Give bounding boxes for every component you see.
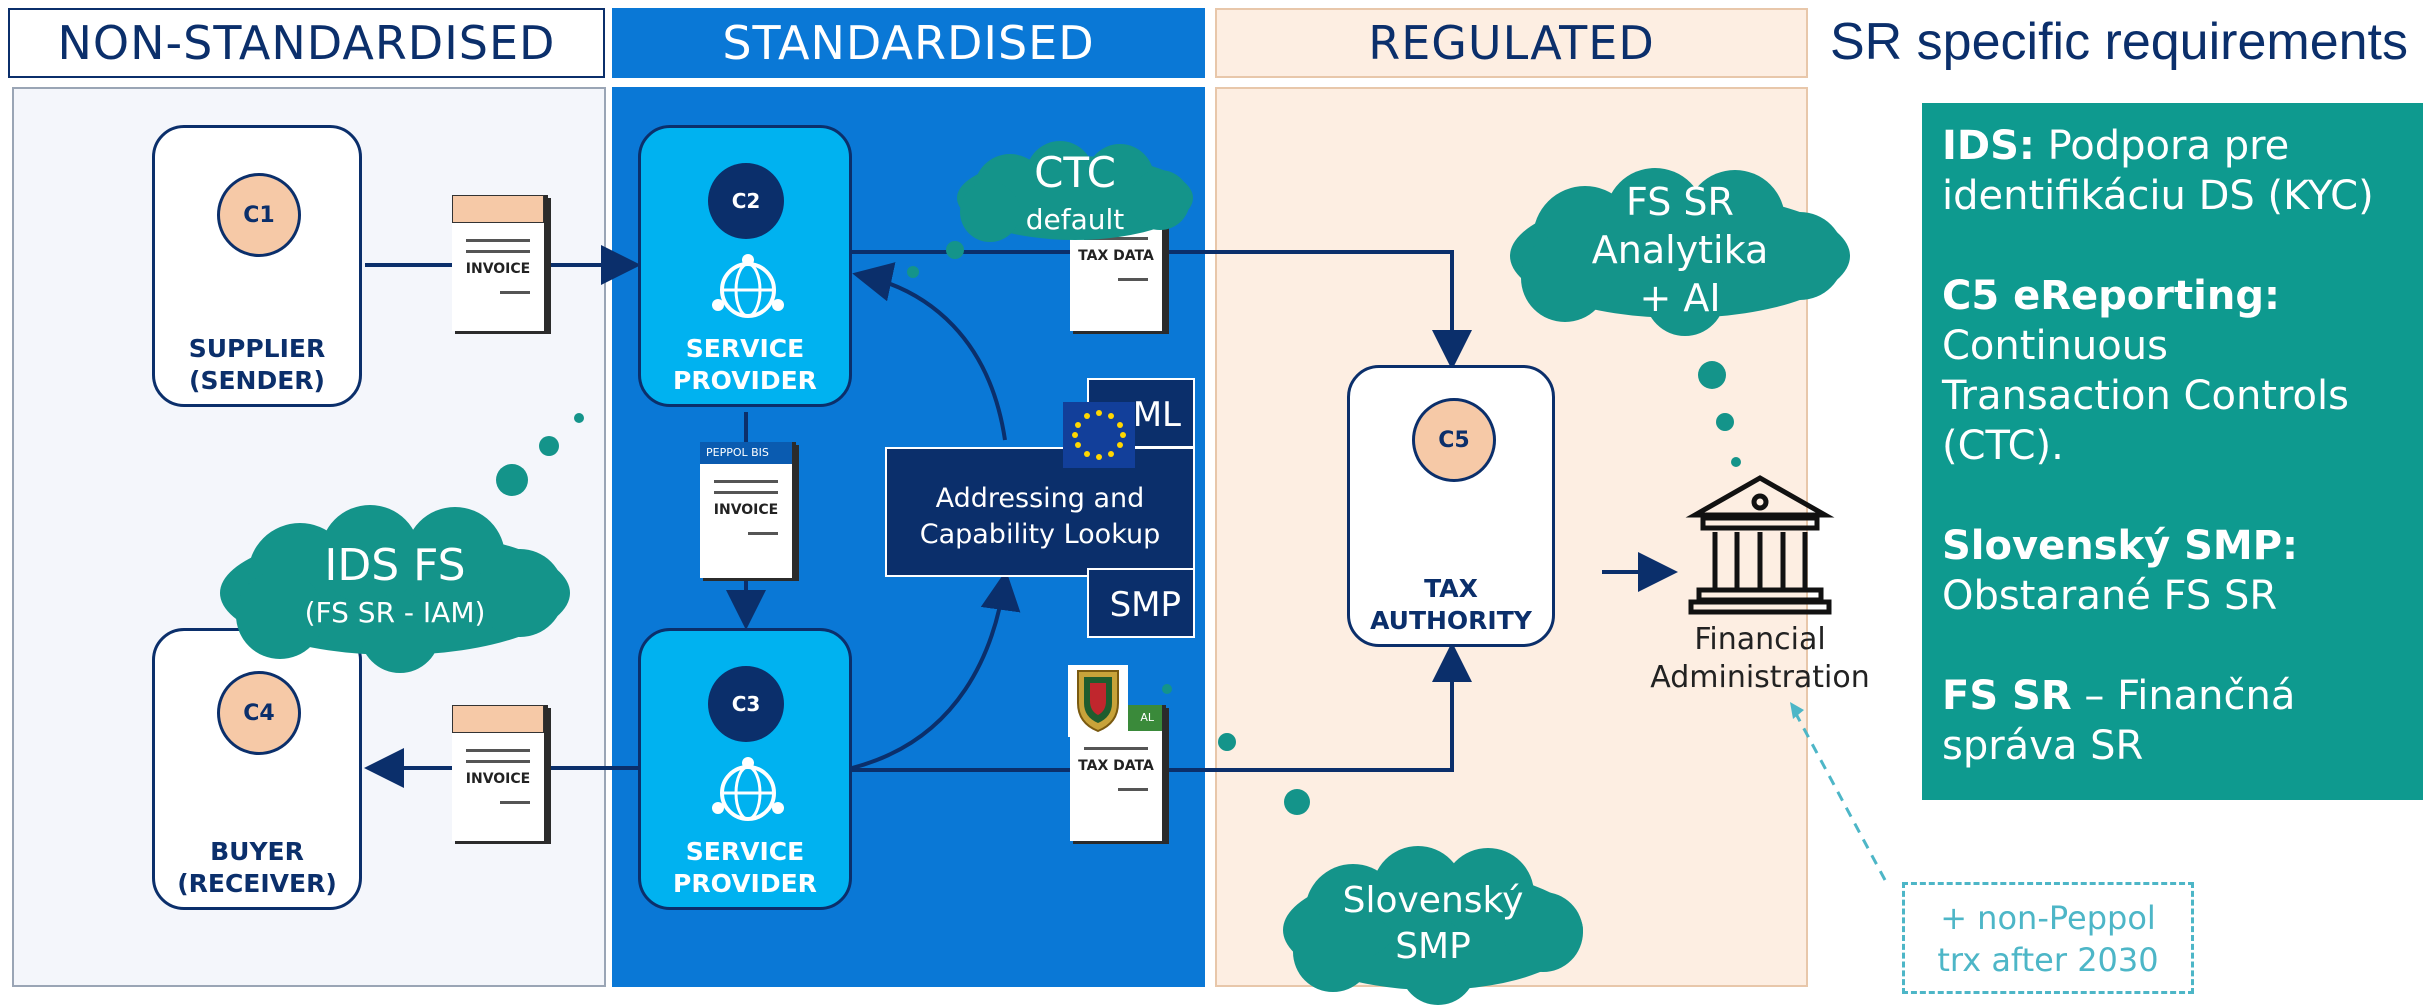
lookup-title-line1: Addressing and: [935, 483, 1145, 514]
code-badge-c5: C5: [1412, 398, 1496, 482]
bank-building-icon: [1685, 475, 1835, 615]
cloud-fs-line3: + AI: [1639, 276, 1721, 320]
node-c3-service-provider: C3 SERVICE PROVIDER: [638, 628, 852, 910]
network-globe-icon: [712, 254, 784, 318]
code-badge-c4: C4: [217, 671, 301, 755]
note-line1: + non-Peppol: [1940, 899, 2156, 937]
cloud-ids-line1: IDS FS: [324, 540, 466, 591]
c3-label-line1: SERVICE: [685, 837, 805, 866]
cloud-fs-line2: Analytika: [1591, 228, 1769, 272]
sr-requirements-panel: IDS: Podpora pre identifikáciu DS (KYC) …: [1922, 103, 2423, 800]
invoice-document-bottom: INVOICE: [452, 705, 548, 841]
bubble-dot: [1731, 457, 1741, 467]
header-non-standardised: NON-STANDARDISED: [8, 8, 605, 78]
c3-label-line2: PROVIDER: [673, 869, 817, 898]
note-pointer: [1793, 711, 1887, 881]
arrow-c3-to-c5: [852, 642, 1472, 772]
cloud-fs-line1: FS SR: [1626, 180, 1734, 224]
note-line2: trx after 2030: [1937, 941, 2159, 979]
bubble-dot: [496, 464, 528, 496]
requirement-item: Slovenský SMP: Obstarané FS SR: [1942, 523, 2299, 619]
cloud-smp-line2: SMP: [1395, 926, 1471, 967]
cloud-ids-fs: [220, 505, 570, 673]
cloud-fs-analytika: [1510, 168, 1850, 336]
financial-admin-line2: Administration: [1650, 660, 1870, 695]
invoice-document-peppol: PEPPOL BIS INVOICE: [700, 442, 796, 578]
c4-label-line1: BUYER: [210, 837, 304, 866]
sr-requirements-title: SR specific requirements: [1830, 13, 2408, 71]
bubble-dot: [1716, 413, 1734, 431]
curve-c3-to-lookup: [851, 570, 1021, 770]
bubble-dot: [1284, 789, 1310, 815]
requirement-item: FS SR – Finančná správa SR: [1942, 673, 2296, 769]
code-badge-c1: C1: [217, 173, 301, 257]
code-badge-c2: C2: [708, 163, 784, 239]
header-regulated: REGULATED: [1215, 8, 1808, 78]
cloud-smp-line1: Slovenský: [1342, 880, 1524, 921]
node-c5-tax-authority: C5 TAX AUTHORITY: [1347, 365, 1555, 647]
smp-box: SMP: [1087, 568, 1195, 638]
invoice-document-top: INVOICE: [452, 195, 548, 331]
non-peppol-note: + non-Peppol trx after 2030: [1902, 882, 2194, 994]
cloud-ctc-line2: default: [1025, 203, 1125, 236]
c2-label-line2: PROVIDER: [673, 366, 817, 395]
slovak-emblem-icon: [1068, 665, 1128, 737]
code-badge-c3: C3: [708, 666, 784, 742]
requirement-item: IDS: Podpora pre identifikáciu DS (KYC): [1942, 123, 2374, 219]
eu-flag-icon: [1063, 402, 1135, 468]
lookup-box: Addressing and Capability Lookup: [885, 447, 1195, 577]
cloud-ids-line2: (FS SR - IAM): [304, 596, 486, 629]
c5-label-line2: AUTHORITY: [1370, 606, 1532, 635]
header-standardised: STANDARDISED: [612, 8, 1205, 78]
bubble-dot: [1162, 684, 1172, 694]
c5-label-line1: TAX: [1424, 574, 1478, 603]
requirement-item: C5 eReporting: Continuous Transaction Co…: [1942, 273, 2349, 469]
node-c2-service-provider: C2 SERVICE PROVIDER: [638, 125, 852, 407]
c4-label-line2: (RECEIVER): [177, 869, 337, 898]
cloud-ctc: [957, 141, 1193, 242]
cloud-slovensky-smp: [1283, 846, 1583, 1005]
c1-label-line2: (SENDER): [189, 366, 325, 395]
bubble-dot: [907, 266, 919, 278]
curve-lookup-to-c2: [852, 262, 1007, 441]
network-globe-icon: [712, 757, 784, 821]
c1-label-line1: SUPPLIER: [188, 334, 326, 363]
bubble-dot: [1218, 733, 1236, 751]
bubble-dot: [539, 436, 559, 456]
bubble-dot: [574, 413, 584, 423]
cloud-ctc-line1: CTC: [1034, 148, 1116, 197]
arrow-c2-to-c5: [852, 250, 1472, 370]
node-c4-buyer: C4 BUYER (RECEIVER): [152, 628, 362, 910]
financial-admin-line1: Financial: [1694, 622, 1826, 657]
bubble-dot: [1698, 361, 1726, 389]
c2-label-line1: SERVICE: [685, 334, 805, 363]
node-c1-supplier: C1 SUPPLIER (SENDER): [152, 125, 362, 407]
lookup-title-line2: Capability Lookup: [919, 519, 1161, 550]
bubble-dot: [946, 241, 964, 259]
